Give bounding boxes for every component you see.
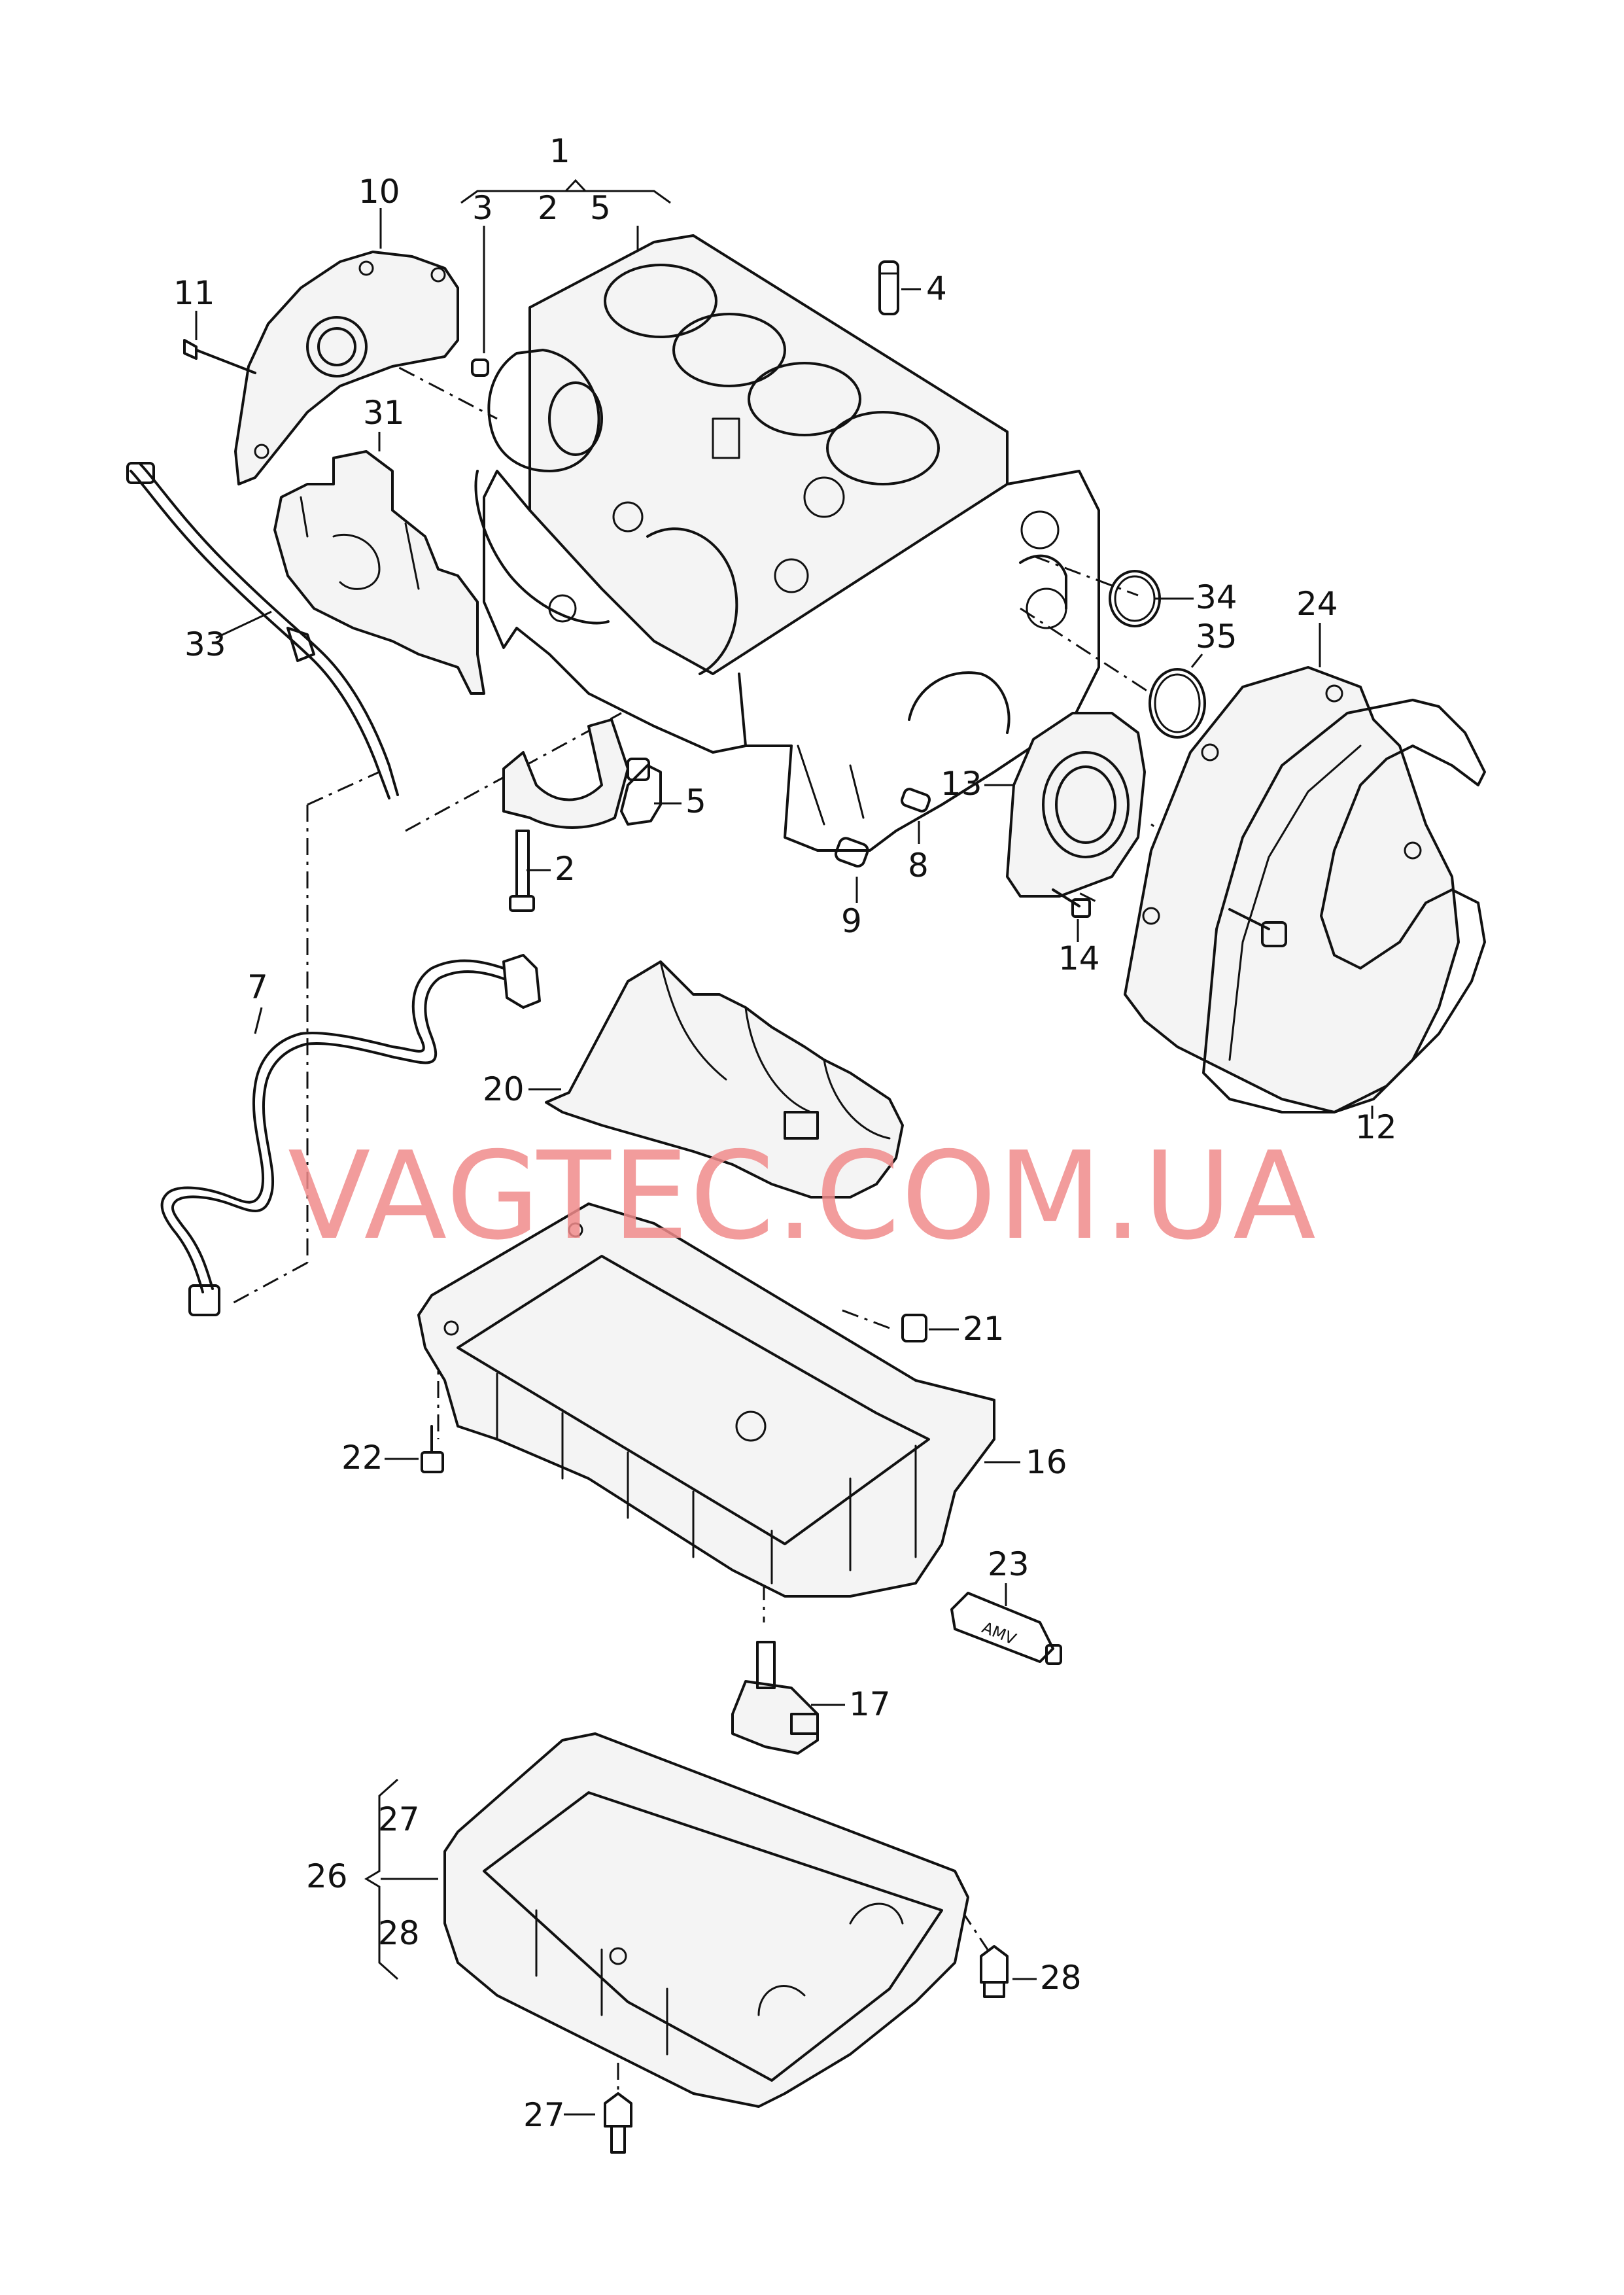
fitting-part-5 — [620, 758, 662, 826]
callout-27-top: 27 — [378, 1800, 420, 1838]
callout-12: 12 — [1355, 1108, 1397, 1146]
callout-31: 31 — [363, 394, 405, 432]
callout-5: 5 — [685, 782, 706, 820]
bolt-part-22 — [421, 1425, 444, 1473]
dipstick-tube-part-33 — [126, 462, 399, 799]
callout-33: 33 — [184, 625, 226, 663]
callout-3: 3 — [472, 189, 493, 227]
callout-2: 2 — [555, 850, 576, 888]
lower-oil-pan-part-26 — [443, 1732, 969, 2108]
leader-lines — [195, 179, 1373, 2116]
bolt-part-15 — [1228, 908, 1287, 947]
callout-11: 11 — [173, 274, 215, 312]
bearing-cap-part-2 — [502, 718, 629, 912]
callout-35: 35 — [1196, 618, 1237, 656]
heat-shield-part-31 — [273, 450, 485, 695]
clip-part-28 — [980, 1945, 1009, 1998]
callout-20: 20 — [483, 1070, 525, 1108]
callout-7: 7 — [247, 968, 268, 1006]
callout-34: 34 — [1196, 578, 1237, 616]
callout-26: 26 — [306, 1857, 348, 1895]
oil-level-sensor-part-17 — [731, 1641, 819, 1755]
dowel-part-9 — [834, 837, 869, 867]
callout-2-top: 2 — [538, 189, 559, 227]
tube-label: AMV — [979, 1619, 1019, 1649]
callout-16: 16 — [1026, 1443, 1067, 1481]
oil-line-part-7 — [160, 954, 541, 1316]
gasket-part-12 — [1202, 699, 1486, 1113]
pin-part-3 — [471, 359, 489, 377]
callout-23: 23 — [988, 1545, 1029, 1583]
callout-1: 1 — [549, 132, 570, 170]
callout-21: 21 — [963, 1310, 1005, 1348]
callout-24: 24 — [1296, 585, 1338, 623]
callout-22: 22 — [341, 1439, 383, 1477]
upper-oil-pan-part-16 — [417, 1202, 995, 1598]
o-ring-part-34 — [1109, 570, 1161, 627]
intermediate-plate-part-24 — [1124, 666, 1460, 1113]
bolt-part-14 — [1052, 888, 1091, 918]
engine-block-part-1 — [474, 234, 1100, 852]
callout-5-top: 5 — [590, 189, 611, 227]
callout-17: 17 — [849, 1685, 891, 1723]
bolt-part-21 — [901, 1314, 927, 1342]
rear-cover-part-10 — [234, 251, 459, 485]
callout-28: 28 — [1040, 1959, 1082, 1997]
callout-14: 14 — [1058, 939, 1100, 977]
callout-28-top: 28 — [378, 1914, 420, 1952]
o-ring-part-35 — [1149, 668, 1206, 739]
callout-labels: 1 3 2 5 10 11 4 31 33 34 35 24 5 2 13 8 … — [173, 132, 1397, 2134]
bolt-part-11 — [183, 339, 256, 374]
callout-27: 27 — [523, 2096, 565, 2134]
callout-9: 9 — [841, 902, 862, 940]
sleeve-part-4 — [878, 260, 899, 315]
watermark-text: VAGTEC.COM.UA — [288, 1125, 1317, 1267]
callout-8: 8 — [908, 847, 929, 885]
clip-part-27 — [604, 2092, 632, 2154]
dowel-part-8 — [901, 788, 931, 813]
callout-4: 4 — [926, 270, 947, 307]
callout-10: 10 — [358, 173, 400, 211]
baffle-part-20 — [545, 960, 904, 1199]
seal-flange-part-13 — [1006, 712, 1146, 898]
